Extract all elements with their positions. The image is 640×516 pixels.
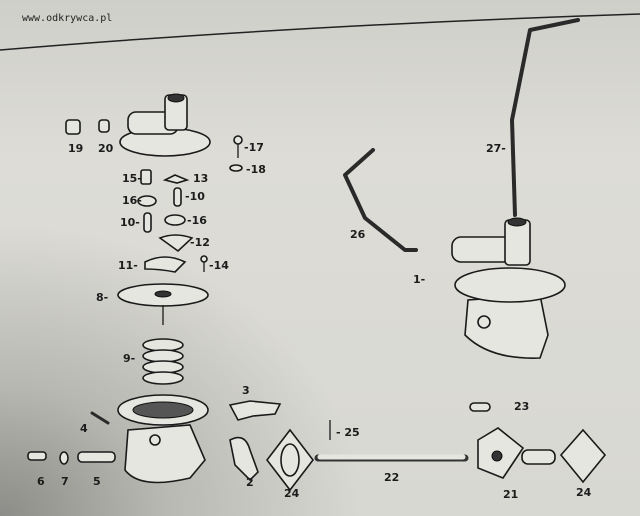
- screw-14: [200, 255, 208, 272]
- gasket-24b: [559, 428, 607, 484]
- label-24a: 24: [284, 487, 300, 500]
- label-21: 21: [503, 488, 518, 501]
- label-4: 4: [80, 422, 88, 435]
- pipe-27: [510, 18, 580, 217]
- label-16a: 16-: [122, 194, 142, 207]
- valve-disc-16a: [137, 195, 157, 207]
- screw-6: [27, 451, 47, 461]
- label-1: 1-: [413, 273, 425, 286]
- spring-10b: [143, 212, 152, 233]
- spring-9: [142, 338, 184, 385]
- plug-20: [98, 119, 110, 133]
- valve-cage-13: [162, 174, 190, 184]
- label-26: 26: [350, 228, 366, 241]
- label-3: 3: [242, 384, 250, 397]
- pin-4: [90, 411, 110, 425]
- label-24b: 24: [576, 486, 592, 499]
- plug-19: [65, 119, 81, 135]
- label-17: -17: [244, 141, 264, 154]
- label-13: 13: [193, 172, 208, 185]
- lever-2: [229, 436, 259, 482]
- watermark: www.odkrywca.pl: [22, 13, 112, 24]
- valve-15: [140, 169, 152, 185]
- label-9: 9-: [123, 352, 135, 365]
- label-8: 8-: [96, 291, 108, 304]
- label-12: -12: [190, 236, 210, 249]
- label-5: 5: [93, 475, 101, 488]
- label-15: 15-: [122, 172, 142, 185]
- label-16b: -16: [187, 214, 207, 227]
- pump-top-cover: [119, 93, 211, 157]
- lever-3: [228, 400, 282, 421]
- label-22: 22: [384, 471, 399, 484]
- label-10a: -10: [185, 190, 205, 203]
- diaphragm-center: [154, 290, 172, 298]
- label-14: -14: [209, 259, 229, 272]
- retainer-11: [144, 256, 187, 273]
- gasket-24a-hole: [280, 443, 300, 477]
- label-25: - 25: [336, 426, 360, 439]
- plate-12: [158, 234, 194, 253]
- label-7: 7: [61, 475, 69, 488]
- label-18: -18: [246, 163, 266, 176]
- bracket-21: [477, 427, 556, 479]
- assembled-pump-1: [451, 217, 566, 359]
- pump-lower-body: [117, 394, 209, 484]
- label-2: 2: [246, 476, 254, 489]
- washer-18: [229, 164, 243, 172]
- spring-5: [77, 451, 116, 463]
- pin-23: [469, 402, 491, 412]
- label-19: 19: [68, 142, 83, 155]
- label-27: 27-: [486, 142, 506, 155]
- pipe-26: [343, 148, 418, 252]
- spring-10a: [173, 187, 182, 207]
- label-11: 11-: [118, 259, 138, 272]
- label-10b: 10-: [120, 216, 140, 229]
- washer-7: [59, 451, 69, 465]
- page-edge-line: [0, 13, 640, 51]
- label-20: 20: [98, 142, 114, 155]
- screw-17: [233, 135, 243, 158]
- valve-disc-16b: [164, 214, 186, 226]
- label-23: 23: [514, 400, 529, 413]
- label-6: 6: [37, 475, 45, 488]
